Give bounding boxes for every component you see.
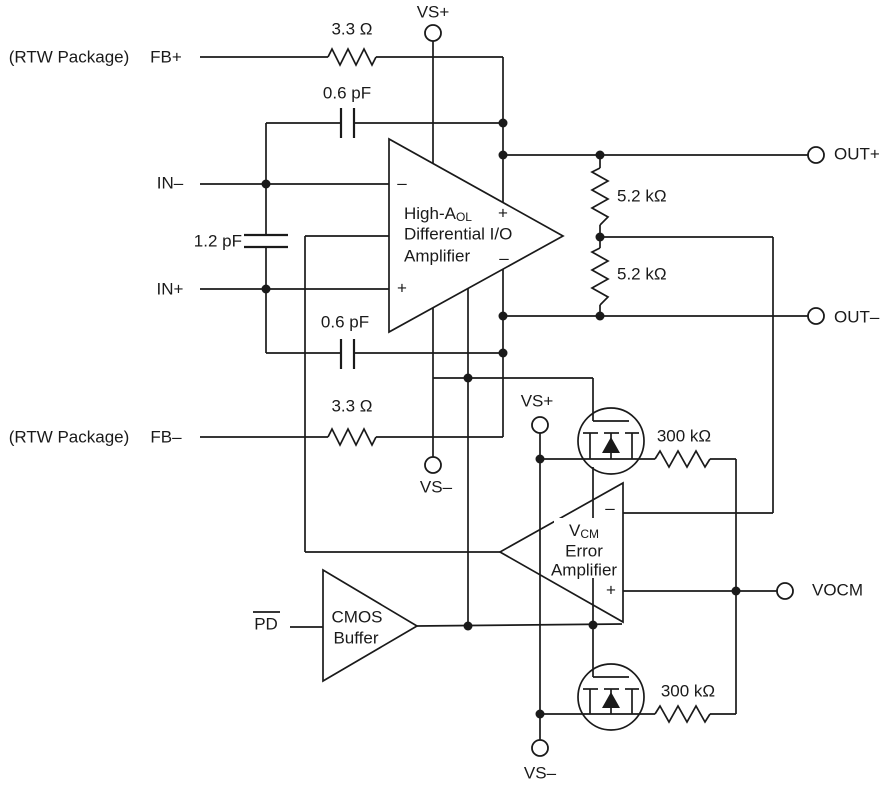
resistor-300k-bottom — [654, 704, 711, 724]
terminal-vs-plus-top — [424, 24, 442, 42]
label-rtw-top: (RTW Package) — [9, 48, 130, 67]
vcm-amp-minus-sign: – — [605, 499, 615, 518]
main-amp-input-minus-sign: – — [397, 174, 407, 193]
label-vocm: VOCM — [812, 581, 863, 600]
labels: VS+ (RTW Package) FB+ 3.3 Ω 0.6 pF IN– 1… — [9, 3, 880, 783]
terminal-out-plus — [807, 146, 825, 164]
label-in-minus: IN– — [157, 174, 184, 193]
label-pd: PD — [254, 615, 278, 634]
junction-dot — [731, 586, 741, 596]
capacitor-1p2pf — [244, 233, 288, 249]
components — [244, 47, 711, 724]
main-amp-line3: Amplifier — [404, 247, 470, 266]
cmos-buffer-labels: CMOS Buffer — [332, 608, 383, 648]
label-out-plus: OUT+ — [834, 145, 880, 164]
label-resistor-300k-bottom: 300 kΩ — [661, 682, 715, 701]
mosfet-arrow-icon — [602, 437, 620, 453]
vcm-amp-line2: Error — [565, 542, 603, 561]
resistor-3p3-bottom — [327, 427, 377, 447]
junction-dots — [261, 118, 741, 719]
junction-dot — [595, 232, 605, 242]
junction-dot — [535, 709, 545, 719]
terminal-vs-minus-bottom — [531, 739, 549, 757]
terminal-out-minus — [807, 307, 825, 325]
resistor-3p3-top — [327, 47, 377, 67]
label-out-minus: OUT– — [834, 308, 880, 327]
terminals — [424, 24, 825, 757]
label-cap-1p2: 1.2 pF — [194, 232, 242, 251]
label-resistor-5p2k-top: 5.2 kΩ — [617, 187, 667, 206]
cmos-buffer-symbol — [322, 568, 419, 683]
vcm-error-amplifier-labels: VCM Error Amplifier – + — [551, 499, 617, 600]
vcm-amp-line3: Amplifier — [551, 561, 617, 580]
junction-dot — [498, 311, 508, 321]
resistor-5p2k-top — [590, 167, 610, 226]
label-fb-minus: FB– — [150, 428, 182, 447]
label-vs-plus-mid: VS+ — [521, 392, 554, 411]
vcm-amp-plus-sign: + — [606, 581, 616, 600]
label-cap-0p6-top: 0.6 pF — [323, 84, 371, 103]
capacitor-0p6pf-top — [339, 108, 356, 138]
junction-dot — [498, 348, 508, 358]
main-amp-output-minus-sign: – — [499, 249, 509, 268]
label-vs-minus-bottom: VS– — [524, 764, 557, 783]
main-amp-title: High-AOL — [404, 204, 472, 225]
vcm-error-amplifier-symbol — [498, 481, 624, 624]
junction-dot — [261, 179, 271, 189]
label-fb-plus: FB+ — [150, 48, 182, 67]
main-amp-input-plus-sign: + — [397, 279, 407, 298]
label-cap-0p6-bottom: 0.6 pF — [321, 313, 369, 332]
label-vs-minus-mid: VS– — [420, 478, 453, 497]
junction-dot — [535, 454, 545, 464]
main-amplifier-labels: High-AOL + Differential I/O Amplifier – … — [397, 174, 512, 298]
mosfet-bottom — [577, 663, 645, 731]
mosfet-arrow-icon — [602, 692, 620, 708]
junction-dot — [588, 620, 598, 630]
terminal-vs-plus-mid — [531, 416, 549, 434]
main-amp-output-plus-sign: + — [498, 204, 508, 223]
label-vs-plus-top: VS+ — [417, 3, 450, 22]
junction-dot — [498, 118, 508, 128]
label-resistor-300k-top: 300 kΩ — [657, 427, 711, 446]
cmos-buffer-line2: Buffer — [333, 629, 378, 648]
capacitor-0p6pf-bottom — [339, 339, 356, 369]
resistor-300k-top — [654, 449, 711, 469]
terminal-vs-minus-mid — [424, 456, 442, 474]
cmos-buffer-line1: CMOS — [332, 608, 383, 627]
vcm-label-background — [554, 518, 616, 578]
wires — [200, 41, 808, 740]
label-resistor-3p3-bottom: 3.3 Ω — [331, 397, 372, 416]
junction-dot — [463, 373, 473, 383]
junction-dot — [595, 150, 605, 160]
mosfet-top — [577, 407, 645, 475]
junction-dot — [261, 284, 271, 294]
label-rtw-bottom: (RTW Package) — [9, 428, 130, 447]
main-amp-line2: Differential I/O — [404, 225, 512, 244]
label-resistor-3p3-top: 3.3 Ω — [331, 20, 372, 39]
vcm-amp-title: VCM — [569, 521, 599, 542]
wire — [416, 623, 623, 627]
junction-dot — [463, 621, 473, 631]
terminal-vocm — [776, 582, 794, 600]
main-amplifier-symbol — [388, 137, 565, 334]
label-resistor-5p2k-bottom: 5.2 kΩ — [617, 265, 667, 284]
label-in-plus: IN+ — [157, 280, 184, 299]
junction-dot — [595, 311, 605, 321]
junction-dot — [498, 150, 508, 160]
resistor-5p2k-bottom — [590, 247, 610, 306]
